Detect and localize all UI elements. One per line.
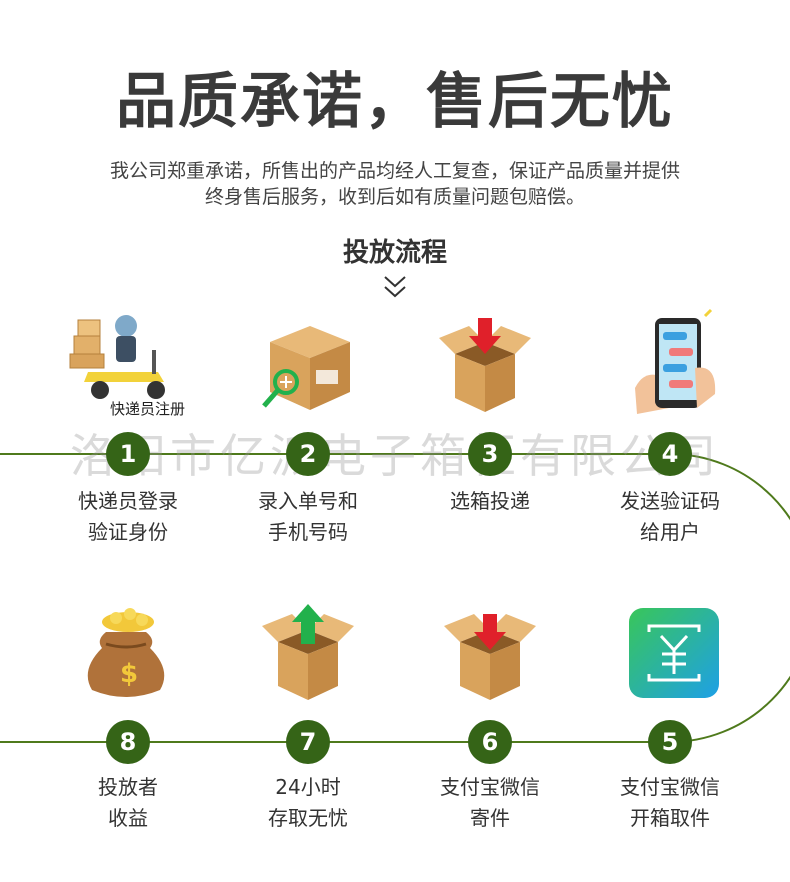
watermark: 洛阳市亿派电子箱柜有限公司 (70, 429, 720, 483)
step-number-2: 2 (286, 432, 330, 476)
step-number-8: 8 (106, 720, 150, 764)
description-line-2: 终身售后服务，收到后如有质量问题包赔偿。 (204, 186, 585, 208)
money-bag-icon: $ (87, 608, 165, 697)
box-magnifier-icon (262, 326, 350, 410)
courier-scooter-icon (69, 315, 165, 399)
step-label-5: 支付宝微信 开箱取件 (620, 775, 720, 830)
step-number-6: 6 (468, 720, 512, 764)
description: 我公司郑重承诺，所售出的产品均经人工复查，保证产品质量并提供 终身售后服务，收到… (0, 158, 790, 210)
step-label-8: 投放者 收益 (98, 775, 158, 830)
section-title: 投放流程 (342, 238, 447, 268)
step-number-4: 4 (648, 432, 692, 476)
step-number-3: 3 (468, 432, 512, 476)
box-arrow-in-icon (444, 614, 536, 700)
phone-message-icon (635, 308, 716, 414)
step-number-1: 1 (106, 432, 150, 476)
payment-app-icon (629, 608, 719, 698)
step-label-2: 录入单号和 手机号码 (258, 489, 358, 544)
page-title: 品质承诺，售后无忧 (116, 67, 674, 137)
step-label-3: 选箱投递 (450, 489, 530, 513)
courier-register-caption: 快递员注册 (110, 400, 186, 418)
step-label-1: 快递员登录 验证身份 (78, 489, 178, 544)
step-number-7: 7 (286, 720, 330, 764)
description-line-1: 我公司郑重承诺，所售出的产品均经人工复查，保证产品质量并提供 (109, 160, 680, 182)
step-label-6: 支付宝微信 寄件 (440, 775, 540, 830)
step-label-4: 发送验证码 给用户 (620, 489, 720, 544)
chevron-down-icon (384, 276, 406, 298)
box-arrow-in-icon (439, 318, 531, 412)
step-number-5: 5 (648, 720, 692, 764)
step-label-7: 24小时 存取无忧 (268, 775, 348, 830)
svg-text:$: $ (120, 659, 138, 689)
box-arrow-out-icon (262, 604, 354, 700)
